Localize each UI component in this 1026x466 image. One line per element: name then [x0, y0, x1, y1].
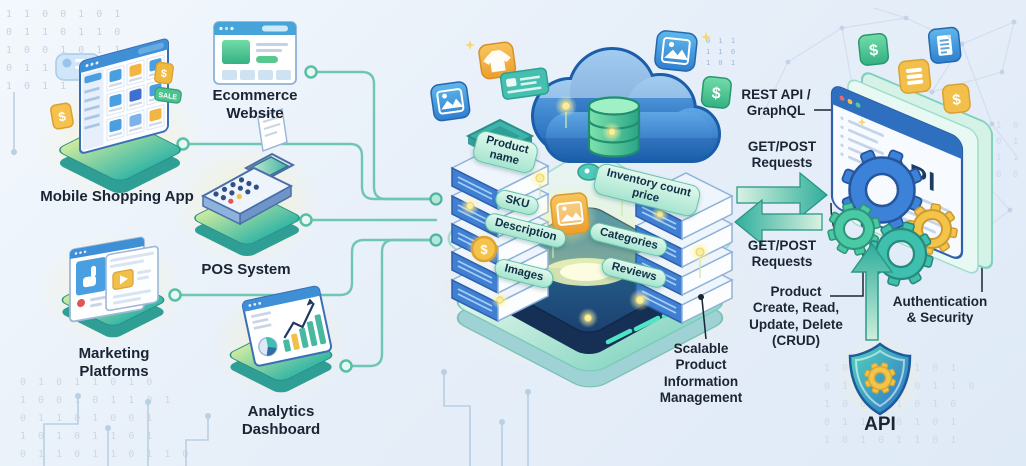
arrow-left [734, 198, 823, 246]
sale-badge: SALE [154, 86, 182, 104]
connector-ecommerce [315, 70, 436, 201]
analytics-dashboard [229, 285, 333, 393]
platform-led-dashes [605, 293, 705, 345]
label-pos-system: POS System [201, 261, 291, 278]
image-icon-left [430, 81, 471, 122]
label-marketing-platforms: Marketing Platforms [78, 345, 150, 380]
label-api-shield: API [864, 414, 896, 435]
mobile-shopping-app: $ [50, 38, 182, 194]
api-shield-icon [836, 334, 924, 422]
thumbs-up-image [76, 257, 106, 296]
cta-button [256, 56, 278, 63]
bar-chart [283, 314, 327, 352]
source-connectors [179, 70, 438, 368]
tshirt-icon [478, 41, 517, 80]
glow-ring-core [560, 263, 612, 281]
s-tag-icon: $ [154, 61, 174, 85]
label-analytics-dashboard: Analytics Dashboard [241, 403, 321, 438]
label-scalable-pim: Scalable Product Information Management [659, 341, 743, 406]
keypad [213, 177, 259, 204]
dollar-glyph: $ [160, 68, 168, 81]
dollar-glyph: $ [711, 85, 722, 103]
label-get-post-requests-top: GET/POST Requests [747, 139, 817, 171]
connector-marketing [179, 238, 436, 297]
arrow-right [736, 171, 828, 219]
sparkle-icon [465, 40, 475, 50]
dollar-icon-cloud: $ [700, 75, 732, 109]
request-arrows [734, 171, 828, 246]
dollar-glyph: $ [480, 242, 488, 257]
binary-pattern-cloud: 0 1 1 1 1 0 1 0 1 [706, 37, 738, 68]
trend-line [283, 302, 315, 339]
dollar-icon-yellow: $ [941, 83, 971, 114]
pos-system [194, 107, 300, 257]
connector-mobile [187, 142, 436, 201]
dollar-glyph: $ [57, 108, 67, 124]
dollar-glyph: $ [868, 42, 879, 60]
gear-green-icon [827, 202, 881, 256]
document-icon [927, 26, 962, 64]
label-get-post-requests-bottom: GET/POST Requests [747, 238, 817, 270]
api-gateway: API [827, 72, 993, 287]
receipt [257, 107, 288, 153]
avatar-dot [77, 298, 85, 308]
connector-start-nodes [168, 65, 353, 373]
cash-stack-icon [897, 58, 932, 94]
arrow-up [850, 242, 894, 341]
sparkle-icon [701, 32, 711, 42]
gear-blue-icon [841, 149, 923, 231]
coin-icon: $ [466, 231, 502, 267]
shield-gear-icon [864, 362, 896, 394]
label-product-crud: Product Create, Read, Update, Delete (CR… [749, 284, 843, 349]
video-post-card [105, 245, 159, 312]
image-icon-right [654, 30, 698, 72]
label-mobile-shopping-app: Mobile Shopping App [40, 188, 194, 205]
binary-pattern-right: 1 0 1 0 1 1 1 1 0 0 0 1 [996, 121, 1022, 180]
sale-text: SALE [158, 92, 178, 102]
label-rest-api-graphql: REST API / GraphQL [741, 87, 811, 119]
label-authentication-security: Authentication & Security [892, 294, 988, 326]
binary-pattern-bottom-left: 0 1 0 1 1 0 1 0 1 0 0 1 0 1 1 0 1 0 1 1 … [20, 377, 192, 460]
play-icon [120, 275, 128, 285]
hub-junction-nodes [429, 192, 443, 247]
pie-chart [258, 336, 278, 357]
dollar-icon-green: $ [857, 33, 890, 66]
card-icon [499, 67, 550, 100]
dashboard-window [241, 285, 333, 367]
dollar-glyph: $ [952, 91, 963, 109]
payment-terminal [200, 152, 296, 226]
label-ecommerce-website: Ecommerce Website [212, 87, 298, 122]
hero-image [222, 40, 250, 64]
sparkle-icon [857, 118, 867, 127]
circuit-pattern [11, 92, 531, 466]
price-tag-icon: $ [50, 102, 74, 130]
connector-analytics [350, 238, 436, 368]
ecommerce-website [213, 21, 297, 85]
trend-arrowhead [306, 298, 314, 306]
browser-window-mobile [79, 38, 169, 154]
marketing-platforms [61, 236, 165, 338]
